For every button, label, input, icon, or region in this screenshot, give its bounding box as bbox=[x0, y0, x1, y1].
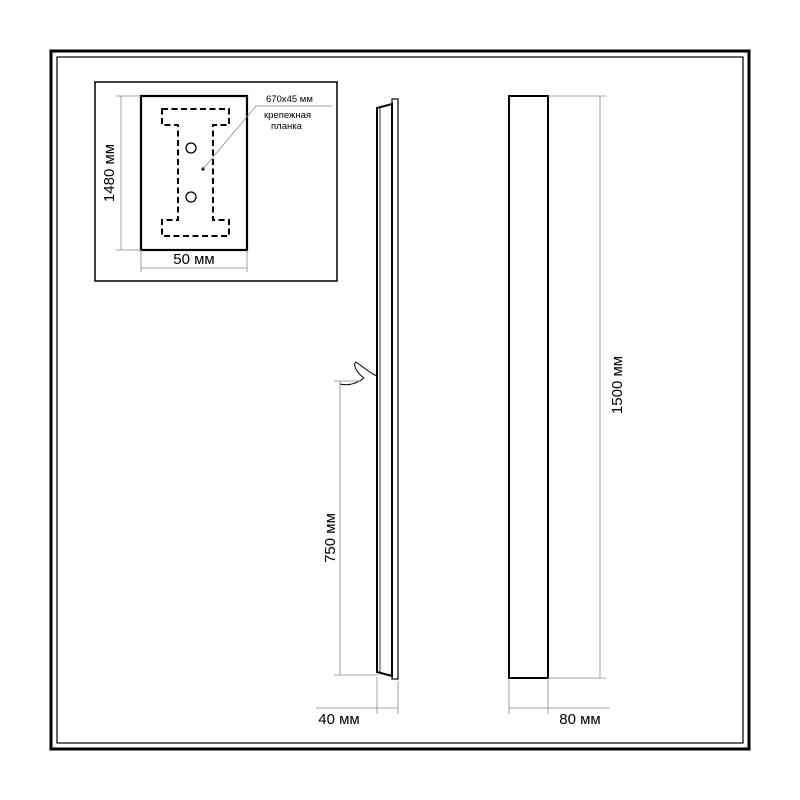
inner-frame bbox=[56, 56, 744, 744]
plate-name-line1: крепежная bbox=[264, 110, 311, 121]
inset-width-label: 50 мм bbox=[173, 251, 214, 268]
front-view: 1500 мм 80 мм bbox=[508, 95, 626, 728]
inset-detail: 670x45 мм крепежная планка 1480 мм 50 мм bbox=[94, 81, 338, 282]
inset-height-label: 1480 мм bbox=[101, 144, 118, 202]
side-cable bbox=[339, 361, 378, 386]
outer-frame bbox=[49, 49, 751, 751]
mounting-plate-outline bbox=[161, 108, 230, 237]
plate-leader-line bbox=[202, 105, 332, 170]
front-width-label: 80 мм bbox=[559, 711, 600, 728]
inset-border bbox=[94, 81, 338, 282]
side-view: 750 мм 40 мм bbox=[316, 98, 399, 728]
side-lamp-body bbox=[376, 102, 393, 678]
plate-name-line2: планка bbox=[271, 121, 303, 132]
side-depth-label: 40 мм bbox=[318, 711, 359, 728]
inset-lamp-back bbox=[139, 94, 249, 252]
plate-size-label: 670x45 мм bbox=[266, 94, 313, 105]
front-height-label: 1500 мм bbox=[609, 356, 626, 414]
front-lamp-body bbox=[508, 95, 549, 679]
mounting-hole-bottom bbox=[185, 191, 197, 203]
side-height-label: 750 мм bbox=[322, 513, 339, 563]
mounting-hole-top bbox=[185, 142, 197, 154]
